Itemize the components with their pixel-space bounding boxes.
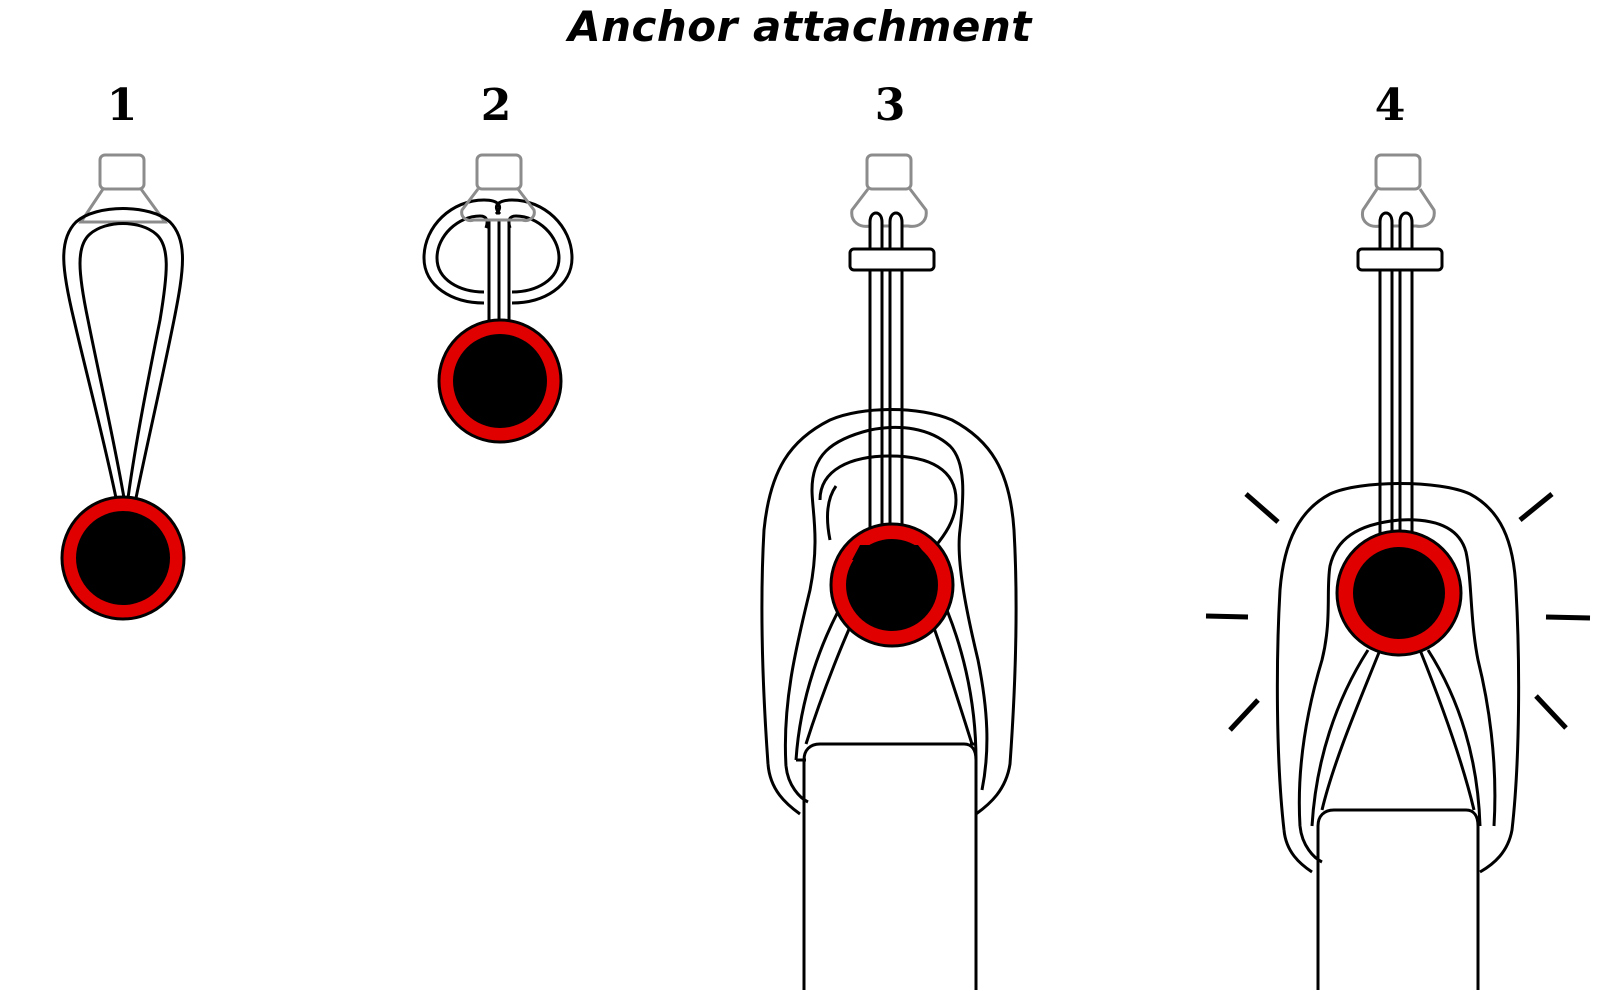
cord-loop-1 bbox=[62, 207, 184, 499]
knob-1 bbox=[60, 495, 186, 621]
strap-4 bbox=[1275, 482, 1521, 990]
anchor-point-3 bbox=[850, 153, 928, 228]
anchor-point-4 bbox=[1360, 153, 1436, 228]
knob-4 bbox=[1335, 529, 1463, 657]
knob-2 bbox=[437, 318, 563, 444]
step-2-illustration bbox=[422, 153, 574, 444]
step-3-illustration bbox=[760, 153, 1018, 990]
anchor-point-1 bbox=[78, 153, 168, 224]
cord-loop-2 bbox=[422, 198, 574, 330]
toggle-bar-4 bbox=[1356, 247, 1444, 272]
step-4-illustration bbox=[1205, 153, 1591, 990]
step-number-2: 2 bbox=[480, 80, 512, 131]
step-number-1: 1 bbox=[106, 80, 138, 131]
toggle-bar-3 bbox=[848, 247, 936, 272]
knob-3 bbox=[829, 522, 955, 648]
anchor-point-2 bbox=[460, 153, 536, 222]
strap-3 bbox=[760, 408, 1018, 990]
step-1-illustration bbox=[60, 153, 186, 621]
burst-marks-4 bbox=[1205, 492, 1591, 732]
cord-strands-3 bbox=[868, 211, 904, 550]
page-title: Anchor attachment bbox=[568, 2, 1032, 51]
cord-strands-4 bbox=[1378, 211, 1414, 550]
step-number-4: 4 bbox=[1374, 80, 1406, 131]
step-number-3: 3 bbox=[874, 80, 906, 131]
